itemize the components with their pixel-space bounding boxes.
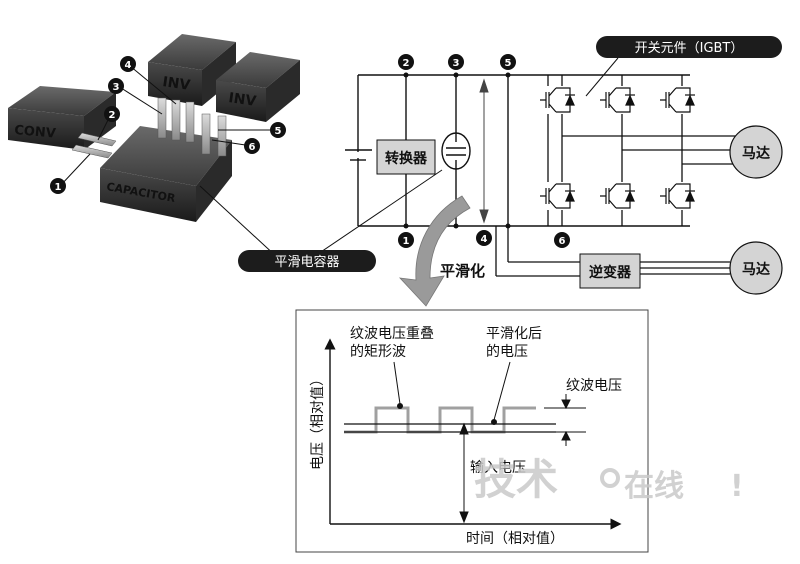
svg-text:平滑电容器: 平滑电容器 bbox=[274, 254, 339, 270]
smoothed-leader-dot bbox=[491, 419, 497, 425]
igbt-cell-4 bbox=[538, 182, 578, 210]
igbt-cell-3 bbox=[658, 86, 698, 114]
inverter-label: 逆变器 bbox=[589, 264, 632, 281]
circuit-marker-2: 2 bbox=[398, 54, 414, 70]
igbt-cell-1 bbox=[538, 86, 578, 114]
module-marker-5: 5 bbox=[270, 122, 286, 138]
converter-label: 转换器 bbox=[385, 150, 428, 167]
inv-1-label: INV bbox=[161, 74, 191, 94]
junction-dots bbox=[403, 72, 511, 229]
svg-text:!: ! bbox=[730, 469, 744, 504]
motor-1: 马达 bbox=[729, 125, 783, 179]
svg-text:3: 3 bbox=[113, 82, 120, 93]
svg-text:1: 1 bbox=[403, 236, 410, 247]
module-marker-3: 3 bbox=[108, 78, 124, 94]
motor-1-label: 马达 bbox=[742, 145, 770, 162]
ripple-rect-label-line1: 纹波电压重叠 bbox=[350, 326, 434, 342]
input-voltage-arrow bbox=[459, 422, 469, 524]
svg-text:开关元件（IGBT）: 开关元件（IGBT） bbox=[635, 41, 744, 56]
circuit-marker-1: 1 bbox=[398, 232, 414, 248]
circuit-marker-4: 4 bbox=[476, 230, 492, 246]
igbt-cell-2 bbox=[598, 86, 638, 114]
waveform-axes bbox=[324, 338, 622, 530]
smoothing-capacitor-symbol bbox=[441, 132, 471, 170]
smoothing-arrow: 平滑化 bbox=[398, 195, 485, 307]
conv-label: CONV bbox=[14, 123, 57, 142]
waveform-panel: 电压（相对值） 时间（相对值） 纹波电压 输入电压 纹波电压重叠 的矩形波 bbox=[295, 309, 649, 553]
svg-text:6: 6 bbox=[249, 142, 256, 153]
igbt-cells bbox=[538, 86, 698, 210]
ripple-rect-leader-dot bbox=[397, 403, 403, 409]
inv-bus-bars bbox=[157, 97, 227, 157]
igbt-callout: 开关元件（IGBT） bbox=[585, 36, 782, 97]
x-axis-label: 时间（相对值） bbox=[466, 531, 564, 547]
ripple-rect-leader bbox=[393, 361, 401, 405]
svg-text:5: 5 bbox=[275, 126, 282, 137]
smoothed-label-line1: 平滑化后 bbox=[486, 325, 542, 342]
smoothing-capacitor-callout: 平滑电容器 bbox=[238, 169, 443, 272]
svg-text:1: 1 bbox=[55, 182, 62, 193]
svg-text:在线: 在线 bbox=[624, 469, 684, 504]
inv-block-1: INV bbox=[148, 34, 236, 106]
inverter-feed bbox=[495, 226, 730, 277]
inv-block-2: INV bbox=[216, 52, 300, 122]
igbt-cell-5 bbox=[598, 182, 638, 210]
circuit-marker-3: 3 bbox=[448, 54, 464, 70]
circuit-marker-6: 6 bbox=[554, 232, 570, 248]
smoothing-arrow-label: 平滑化 bbox=[440, 262, 485, 280]
watermark: 技术 在线 ! bbox=[474, 455, 744, 504]
svg-text:2: 2 bbox=[109, 110, 116, 121]
motor-2: 马达 bbox=[729, 241, 783, 295]
inverter-box: 逆变器 bbox=[579, 253, 641, 289]
capacitor-block: CAPACITOR bbox=[100, 126, 232, 222]
converter-box: 转换器 bbox=[376, 139, 436, 175]
module-marker-1: 1 bbox=[50, 178, 66, 194]
motor-1-feed bbox=[562, 135, 740, 165]
input-voltage-label: 输入电压 bbox=[470, 460, 526, 476]
ripple-rect-label-line2: 的矩形波 bbox=[350, 344, 406, 360]
svg-text:5: 5 bbox=[505, 58, 512, 69]
smoothed-leader bbox=[493, 361, 511, 421]
svg-text:6: 6 bbox=[559, 236, 566, 247]
module-marker-2: 2 bbox=[104, 106, 120, 122]
module-illustration: CONV CAPACITOR INV INV bbox=[8, 34, 443, 272]
svg-text:2: 2 bbox=[403, 58, 410, 69]
module-marker-6: 6 bbox=[244, 138, 260, 154]
ripple-voltage-label: 纹波电压 bbox=[566, 378, 622, 394]
svg-text:3: 3 bbox=[453, 58, 460, 69]
igbt-cell-6 bbox=[658, 182, 698, 210]
svg-text:4: 4 bbox=[481, 234, 488, 245]
inv-2-label: INV bbox=[227, 90, 257, 110]
svg-text:4: 4 bbox=[125, 60, 132, 71]
circuit-marker-5: 5 bbox=[500, 54, 516, 70]
module-marker-4: 4 bbox=[120, 56, 136, 72]
circuit-schematic bbox=[345, 74, 690, 227]
y-axis-label: 电压（相对值） bbox=[310, 372, 326, 470]
ripple-voltage-indicator bbox=[544, 394, 586, 446]
motor-2-label: 马达 bbox=[742, 261, 770, 278]
conv-bus-bars bbox=[71, 132, 117, 159]
svg-text:技术: 技术 bbox=[474, 455, 558, 504]
smoothed-label-line2: 的电压 bbox=[486, 344, 528, 360]
ripple-rect-wave bbox=[344, 406, 536, 434]
dc-voltage-arrow bbox=[479, 78, 489, 224]
